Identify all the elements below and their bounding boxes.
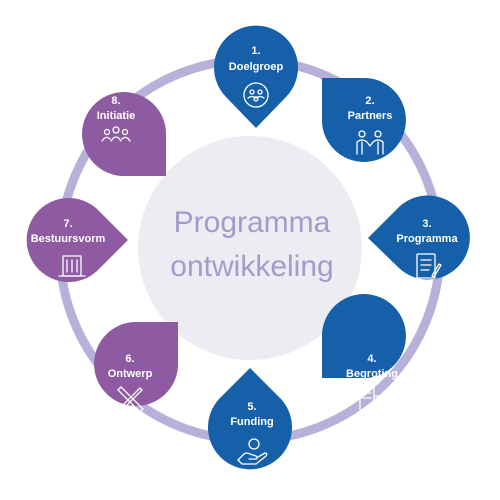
step-4-label: Begroting — [346, 368, 398, 380]
step-6-number: 6. — [125, 353, 134, 365]
step-1-drop — [214, 25, 298, 128]
funding-hand-icon — [237, 438, 268, 465]
checklist-icon — [416, 253, 442, 279]
center-circle — [138, 136, 362, 360]
step-4-number: 4. — [367, 353, 376, 365]
step-5-drop — [208, 368, 292, 470]
step-2-number: 2. — [365, 95, 374, 107]
step-2-partners: 2. Partners — [322, 78, 406, 162]
step-7-drop — [26, 198, 128, 282]
step-4-drop — [322, 294, 406, 378]
step-3-label: Programma — [396, 233, 458, 245]
design-tools-icon — [115, 386, 144, 415]
step-3-programma: 3. Programma — [368, 195, 470, 280]
step-3-drop — [368, 195, 470, 280]
step-2-drop — [322, 78, 406, 162]
step-1-label: Doelgroep — [229, 61, 284, 73]
center-title-line1: Programma — [174, 206, 331, 239]
handshake-icon — [356, 130, 384, 155]
step-6-label: Ontwerp — [108, 368, 153, 380]
step-5-funding: 5. Funding — [208, 368, 292, 470]
step-7-bestuursvorm: 7. Bestuursvorm — [26, 198, 128, 282]
step-7-number: 7. — [63, 218, 72, 230]
people-group-icon — [101, 126, 131, 142]
step-6-drop — [94, 322, 178, 406]
step-5-label: Funding — [230, 416, 273, 428]
step-7-label: Bestuursvorm — [31, 233, 106, 245]
step-6-ontwerp: 6. Ontwerp — [94, 322, 178, 415]
step-8-initiatie: 8. Initiatie — [82, 92, 166, 176]
step-3-number: 3. — [422, 218, 431, 230]
governance-building-icon — [58, 255, 86, 277]
step-1-doelgroep: 1. Doelgroep — [214, 25, 298, 128]
step-8-number: 8. — [111, 95, 120, 107]
step-2-label: Partners — [348, 110, 393, 122]
step-4-begroting: 4. Begroting — [322, 294, 406, 412]
step-1-number: 1. — [251, 45, 260, 57]
center-title-line2: ontwikkeling — [170, 250, 333, 283]
step-5-number: 5. — [247, 401, 256, 413]
target-group-icon — [243, 82, 269, 108]
budget-calculator-icon — [359, 387, 386, 412]
step-8-label: Initiatie — [97, 110, 136, 122]
